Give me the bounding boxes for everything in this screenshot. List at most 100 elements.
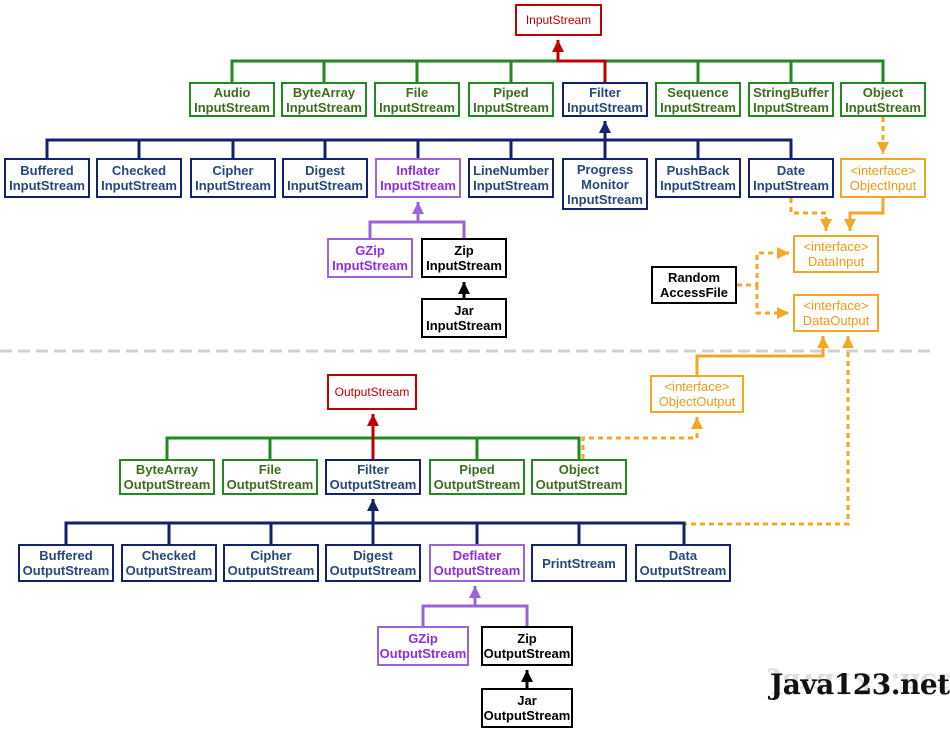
node-label-line: InputStream	[287, 178, 363, 193]
node-label-line: ByteArray	[135, 462, 199, 477]
node-label-line: InputStream	[380, 178, 456, 193]
arrowhead-icon	[820, 219, 832, 231]
node-label-line: Digest	[353, 548, 393, 563]
arrowhead-icon	[599, 121, 611, 133]
node-label-line: <interface>	[850, 163, 916, 178]
node-label-line: Checked	[141, 548, 197, 563]
node-label-line: InputStream	[845, 99, 921, 115]
extends-connector-6	[556, 40, 607, 82]
node-label-line: File	[258, 462, 282, 477]
implements-connector-27	[581, 417, 699, 459]
node-label-line: GZip	[408, 631, 438, 646]
node-outputstream: OutputStream	[327, 374, 417, 410]
node-label-line: Progress	[576, 161, 634, 177]
node-label-line: InputStream	[567, 99, 643, 115]
node-label-line: Date	[776, 163, 806, 178]
node-printstream: PrintStream	[531, 544, 627, 582]
node-label-line: Inflater	[396, 163, 440, 178]
node-label-line: InputStream	[753, 99, 829, 115]
extends-connector-30	[64, 521, 686, 544]
node-label-line: InputStream	[660, 99, 736, 115]
node-datainput-interface: <interface>DataInput	[793, 235, 879, 273]
node-label-line: Filter	[357, 462, 389, 477]
node-label-line: Cipher	[212, 163, 254, 178]
node-label-line: Piped	[493, 84, 529, 100]
node-label-line: Monitor	[581, 176, 629, 192]
extends-connector-0	[230, 59, 885, 82]
implements-connector-20	[789, 198, 828, 231]
node-label-line: Object	[862, 84, 904, 100]
node-label-line: Checked	[111, 163, 167, 178]
node-label-line: OutputStream	[329, 563, 417, 578]
node-label-line: OutputStream	[227, 563, 315, 578]
node-dataoutput-interface: <interface>DataOutput	[793, 294, 879, 332]
arrowhead-icon	[552, 40, 564, 52]
arrowhead-icon	[817, 336, 829, 348]
node-label-line: InputStream	[195, 178, 271, 193]
arrowhead-icon	[842, 336, 854, 348]
node-label-line: InputStream	[332, 258, 408, 273]
extends-connector-15	[368, 220, 466, 238]
node-label-line: Audio	[213, 84, 251, 100]
node-label-line: InputStream	[753, 178, 829, 193]
node-label-line: OutputStream	[483, 646, 571, 661]
node-objectinput-interface: <interface>ObjectInput	[840, 158, 926, 198]
node-label-line: Random	[668, 270, 720, 285]
node-label-line: ObjectInput	[849, 178, 917, 193]
node-label-line: InputStream	[473, 99, 549, 115]
node-label-line: Sequence	[667, 84, 729, 100]
node-label-line: InputStream	[473, 178, 549, 193]
node-label-line: OutputStream	[483, 708, 571, 723]
node-label-line: Buffered	[20, 163, 74, 178]
node-label-line: Jar	[517, 693, 537, 708]
node-label-line: PushBack	[666, 163, 730, 178]
arrowhead-icon	[521, 670, 533, 682]
node-label-line: OutputStream	[433, 563, 521, 578]
node-label-line: <interface>	[803, 298, 869, 313]
arrowhead-icon	[877, 142, 889, 154]
node-label-line: Digest	[305, 163, 345, 178]
arrowhead-icon	[367, 414, 379, 426]
extends-connector-28	[695, 336, 825, 375]
node-label-line: Zip	[454, 243, 474, 258]
node-label-line: OutputStream	[22, 563, 110, 578]
node-label-line: OutputStream	[123, 477, 211, 492]
node-label-line: File	[405, 84, 429, 100]
node-label-line: Object	[558, 462, 600, 477]
node-label-line: InputStream	[426, 318, 502, 333]
node-label-line: InputStream	[660, 178, 736, 193]
watermark-logo: Java123.net	[770, 668, 950, 701]
arrowhead-icon	[412, 202, 424, 214]
arrowhead-icon	[777, 307, 789, 319]
extends-connector-19	[848, 198, 885, 231]
node-label-line: OutputStream	[125, 563, 213, 578]
arrowhead-icon	[458, 282, 470, 294]
node-label-line: InputStream	[101, 178, 177, 193]
node-label-line: ObjectOutput	[658, 394, 736, 409]
node-label-line: <interface>	[803, 239, 869, 254]
node-label-line: OutputStream	[639, 563, 727, 578]
node-label-line: InputStream	[567, 191, 643, 207]
node-label-line: Zip	[517, 631, 537, 646]
